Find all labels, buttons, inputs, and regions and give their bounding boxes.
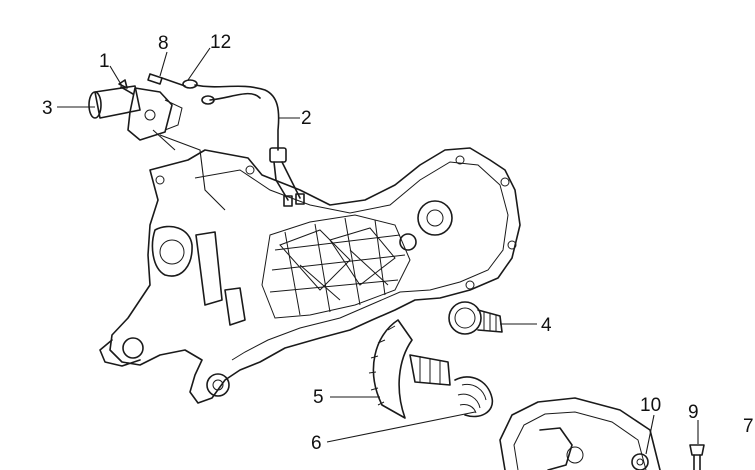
- seal-part-10: [631, 453, 649, 470]
- callout-9: 9: [688, 402, 699, 423]
- bolt-part-9: [689, 444, 705, 470]
- callout-5: 5: [313, 387, 324, 408]
- leader-lines: [57, 47, 699, 455]
- side-cover: [499, 397, 661, 470]
- kickstart-gear-part-5: [368, 319, 451, 419]
- callout-8: 8: [158, 33, 169, 54]
- callout-1: 1: [99, 51, 110, 72]
- bolt-part-1: [118, 79, 134, 95]
- callout-2: 2: [301, 108, 312, 129]
- callout-12: 12: [210, 32, 231, 53]
- screw-part-8: [147, 73, 186, 87]
- starter-motor: [88, 85, 226, 211]
- drive-gear-part-4: [448, 301, 503, 335]
- spring-part-6: [454, 376, 494, 418]
- callout-10: 10: [640, 395, 661, 416]
- callout-labels: 1 2 3 4 5 6 7 8 9 10 12: [42, 32, 754, 454]
- callout-3: 3: [42, 98, 53, 119]
- crankcase: [99, 147, 521, 404]
- callout-4: 4: [541, 315, 552, 336]
- callout-7: 7: [743, 416, 754, 437]
- callout-6: 6: [311, 433, 322, 454]
